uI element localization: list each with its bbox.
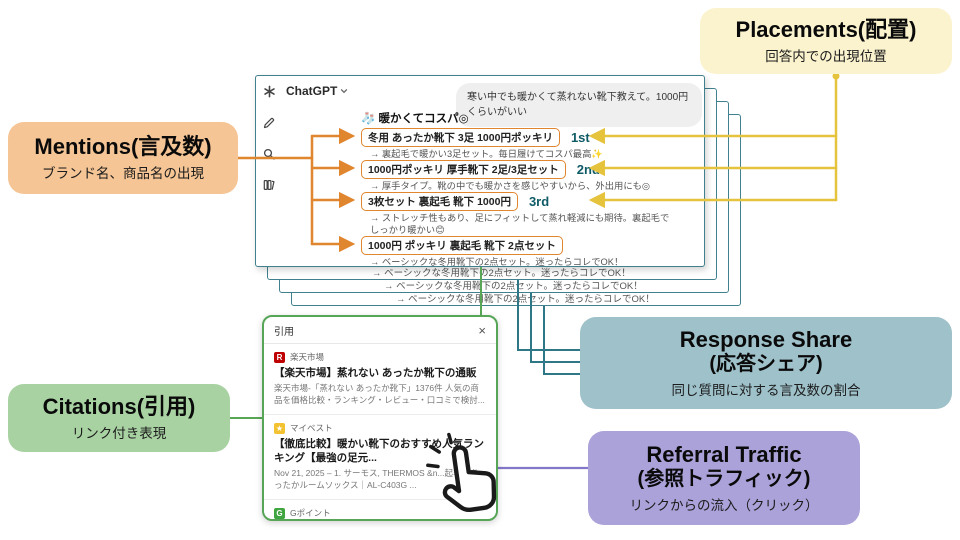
- library-icon[interactable]: [263, 178, 275, 196]
- citation-item[interactable]: R 楽天市場 【楽天市場】蒸れない あったか靴下の通販 楽天市場-「蒸れない あ…: [264, 344, 496, 416]
- citation-source-row: ★ マイベスト: [274, 422, 486, 434]
- product-mention-1[interactable]: 冬用 あったか靴下 3足 1000円ポッキリ: [361, 128, 560, 147]
- stacked-response-text: → ベーシックな冬用靴下の2点セット。迷ったらコレでOK！: [384, 281, 643, 292]
- callout-title: Response Share: [679, 327, 853, 353]
- mybest-favicon: ★: [274, 422, 285, 434]
- citation-snippet: 楽天市場-「蒸れない あったか靴下」1376件 人気の商品を価格比較・ランキング…: [274, 383, 485, 405]
- rank-label-3rd: 3rd: [528, 194, 550, 209]
- click-hand-icon: [420, 430, 512, 531]
- product-mention-4[interactable]: 1000円 ポッキリ 裏起毛 靴下 2点セット: [361, 236, 563, 255]
- callout-title: Referral Traffic: [646, 442, 802, 468]
- citation-source: マイベスト: [290, 423, 333, 434]
- product-mention-2[interactable]: 1000円ポッキリ 厚手靴下 2足/3足セット: [361, 160, 566, 179]
- callout-title: Mentions(言及数): [34, 133, 212, 159]
- callout-title: Placements(配置): [735, 16, 917, 42]
- citation-source-row: G Gポイント: [274, 507, 486, 519]
- callout-referral-traffic: Referral Traffic (参照トラフィック) リンクからの流入（クリッ…: [588, 431, 860, 525]
- callout-mentions: Mentions(言及数) ブランド名、商品名の出現: [8, 122, 238, 194]
- citations-panel-title: 引用: [274, 327, 294, 338]
- rakuten-favicon: R: [274, 351, 285, 363]
- product-note: → 厚手タイプ。靴の中でも暖かさを感じやすいから、外出用にも◎: [370, 181, 651, 191]
- callout-title-jp: (参照トラフィック): [637, 467, 811, 490]
- citation-source: 楽天市場: [290, 352, 325, 362]
- callout-title-jp: (応答シェア): [709, 352, 823, 375]
- new-chat-icon[interactable]: [263, 116, 275, 134]
- callout-subtitle: 回答内での出現位置: [765, 49, 887, 65]
- citation-item[interactable]: G Gポイント あったかいけど足が蒸れない！メンズの防寒靴下すすめを...: [264, 500, 496, 519]
- callout-citations: Citations(引用) リンク付き表現: [8, 384, 230, 452]
- product-note: → 裏起毛で暖かい3足セット。毎日履けてコスパ最高✨: [370, 149, 603, 159]
- gpoint-favicon: G: [274, 507, 285, 519]
- rank-label-1st: 1st: [570, 130, 590, 145]
- product-note: → ストレッチ性もあり、足にフィットして蒸れ軽減にも期待。裏起毛でしっかり暖かい…: [370, 213, 670, 236]
- callout-title: Citations(引用): [42, 393, 196, 419]
- callout-subtitle: 同じ質問に対する言及数の割合: [671, 382, 861, 398]
- rank-label-2nd: 2nd: [576, 162, 600, 177]
- product-note: → ベーシックな冬用靴下の2点セット。迷ったらコレでOK！: [370, 257, 624, 267]
- product-mention-3[interactable]: 3枚セット 裏起毛 靴下 1000円: [361, 192, 518, 211]
- callout-subtitle: リンク付き表現: [71, 426, 167, 442]
- citation-source: Gポイント: [290, 508, 331, 519]
- chevron-down-icon: [340, 84, 348, 98]
- product-mention-row: 1000円 ポッキリ 裏起毛 靴下 2点セット: [361, 236, 574, 255]
- app-name: ChatGPT: [286, 84, 338, 98]
- callout-placements: Placements(配置) 回答内での出現位置: [700, 8, 952, 74]
- product-mention-row: 3枚セット 裏起毛 靴下 1000円 3rd: [361, 192, 549, 211]
- chatgpt-sidebar: [256, 76, 282, 266]
- citations-panel-header: 引用 ×: [264, 317, 496, 344]
- callout-response-share: Response Share (応答シェア) 同じ質問に対する言及数の割合: [580, 317, 952, 409]
- product-mention-row: 1000円ポッキリ 厚手靴下 2足/3足セット 2nd: [361, 160, 600, 179]
- search-icon[interactable]: [263, 147, 275, 165]
- chatgpt-model-selector[interactable]: ChatGPT: [286, 84, 348, 98]
- citation-source-row: R 楽天市場: [274, 351, 486, 363]
- answer-heading: 🧦 暖かくてコスパ◎: [361, 113, 469, 125]
- user-message-bubble: 寒い中でも暖かくて蒸れない靴下教えて。1000円くらいがいい: [456, 83, 702, 127]
- citation-snippet: Nov 21, 2025 – 1. サーモス, THERMOS &n...起毛で…: [274, 468, 479, 490]
- callout-subtitle: ブランド名、商品名の出現: [42, 166, 204, 182]
- stacked-response-text: → ベーシックな冬用靴下の2点セット。迷ったらコレでOK！: [396, 294, 655, 305]
- citation-title[interactable]: 【楽天市場】蒸れない あったか靴下の通販: [274, 367, 477, 379]
- chatgpt-window: ChatGPT 寒い中でも暖かくて蒸れない靴下教えて。1000円くらいがいい 🧦…: [255, 75, 705, 267]
- product-mention-row: 冬用 あったか靴下 3足 1000円ポッキリ 1st: [361, 128, 590, 147]
- close-icon[interactable]: ×: [478, 323, 486, 338]
- stacked-response-text: → ベーシックな冬用靴下の2点セット。迷ったらコレでOK！: [372, 268, 631, 279]
- openai-logo-icon: [263, 85, 276, 103]
- callout-subtitle: リンクからの流入（クリック）: [629, 497, 819, 513]
